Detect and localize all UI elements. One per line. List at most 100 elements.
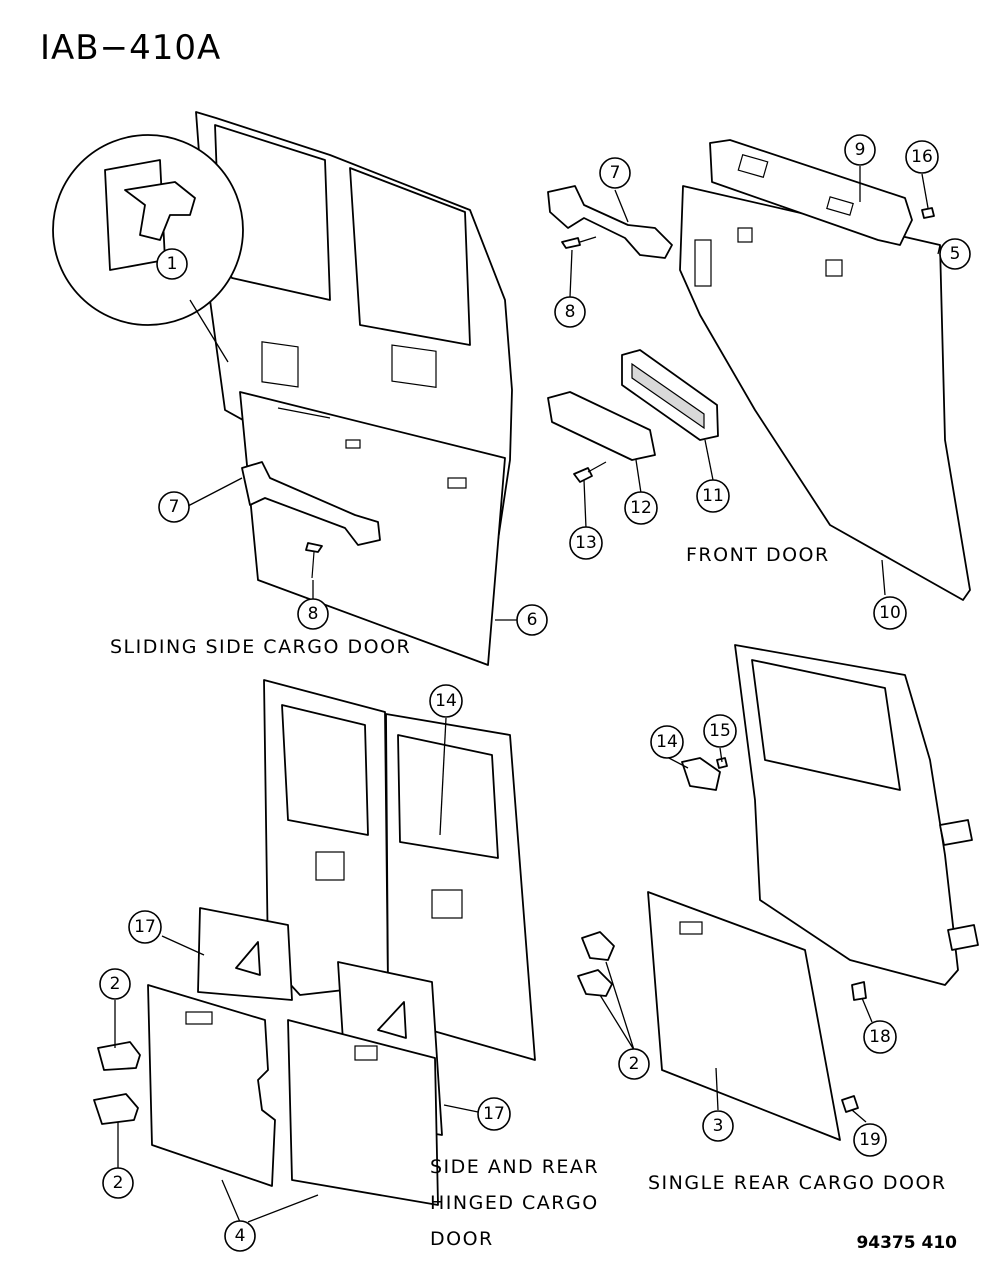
callout-13-number: 13 bbox=[575, 533, 597, 553]
callout-14-single: 14 bbox=[650, 725, 684, 759]
hinged-right-window bbox=[397, 734, 499, 859]
hinged-trim-panel-right bbox=[287, 1019, 439, 1206]
armrest-pull-opening bbox=[826, 196, 854, 216]
callout-5-number: 5 bbox=[950, 244, 961, 264]
clip-detail-retainer bbox=[124, 181, 196, 241]
hinged-door-group bbox=[93, 679, 536, 1206]
callout-3: 3 bbox=[702, 1110, 734, 1142]
hinged-left-window bbox=[281, 704, 369, 836]
callout-8-sliding: 8 bbox=[297, 598, 329, 630]
trim-clip-2 bbox=[447, 477, 467, 489]
callout-14-hinged-number: 14 bbox=[435, 691, 457, 711]
sliding-door-cutout-1 bbox=[261, 341, 299, 388]
sliding-door-cutout-2 bbox=[391, 344, 437, 388]
hinged-panel-pull-right bbox=[354, 1045, 378, 1061]
front-door-clip-1 bbox=[737, 227, 753, 243]
single-rear-nut-15 bbox=[716, 757, 728, 769]
leader-lines bbox=[114, 166, 941, 1223]
front-door-fastener-16 bbox=[921, 207, 935, 219]
insulation-triangle-left bbox=[235, 941, 261, 976]
armrest-switch-opening bbox=[737, 153, 769, 179]
caption-hinged-line-2: HINGED CARGO bbox=[430, 1192, 599, 1214]
front-door-trim-panel bbox=[679, 185, 971, 601]
callout-17-right: 17 bbox=[477, 1097, 511, 1131]
screw-shank bbox=[311, 551, 315, 579]
single-rear-pull-cup bbox=[681, 757, 721, 791]
hinged-clip-lower bbox=[93, 1093, 139, 1125]
callout-12-number: 12 bbox=[630, 498, 652, 518]
callout-10: 10 bbox=[873, 596, 907, 630]
sliding-door-screw bbox=[305, 542, 323, 553]
diagram-code: 94375 410 bbox=[856, 1233, 957, 1253]
hinged-panel-pull-left bbox=[185, 1011, 213, 1025]
detail-leader-line bbox=[189, 299, 229, 363]
callout-7-sliding: 7 bbox=[158, 491, 190, 523]
callout-4: 4 bbox=[224, 1220, 256, 1252]
sliding-door-window-right bbox=[349, 167, 471, 346]
hinged-cutout-2 bbox=[431, 889, 463, 919]
caption-front-door: FRONT DOOR bbox=[686, 544, 830, 566]
hinged-cutout-1 bbox=[315, 851, 345, 881]
sliding-door-assist-handle bbox=[241, 461, 381, 546]
callout-19: 19 bbox=[853, 1123, 887, 1157]
front-door-armrest-bezel bbox=[709, 139, 913, 246]
screw-13-shank bbox=[587, 461, 607, 473]
front-door-clip-2 bbox=[825, 259, 843, 277]
insulation-triangle-right bbox=[377, 1001, 407, 1039]
sliding-side-door-group bbox=[52, 111, 513, 666]
callout-18-number: 18 bbox=[869, 1027, 891, 1047]
screw-8-shank bbox=[579, 236, 597, 243]
callout-18: 18 bbox=[863, 1020, 897, 1054]
single-rear-window bbox=[751, 659, 901, 791]
single-rear-hinge-lower bbox=[947, 924, 979, 951]
front-door-pull-handle bbox=[547, 185, 673, 259]
callout-6: 6 bbox=[516, 604, 548, 636]
front-door-group bbox=[547, 139, 971, 601]
diagram-title: IAB−410A bbox=[40, 28, 222, 68]
single-rear-bumper-18 bbox=[851, 981, 867, 1001]
callout-9-number: 9 bbox=[855, 140, 866, 160]
front-door-pocket bbox=[694, 239, 712, 287]
callout-2-single-number: 2 bbox=[629, 1054, 640, 1074]
hinged-clip-upper bbox=[97, 1041, 141, 1071]
callout-16-number: 16 bbox=[911, 147, 933, 167]
callout-2-hinged-upper-number: 2 bbox=[110, 974, 121, 994]
caption-hinged-line-1: SIDE AND REAR bbox=[430, 1156, 600, 1178]
callout-3-number: 3 bbox=[713, 1116, 724, 1136]
callout-17-left-number: 17 bbox=[134, 917, 156, 937]
callout-8-sliding-number: 8 bbox=[308, 604, 319, 624]
single-rear-door-group bbox=[577, 644, 979, 1141]
callout-16: 16 bbox=[905, 140, 939, 174]
caption-hinged-line-3: DOOR bbox=[430, 1228, 494, 1250]
callout-8-front: 8 bbox=[554, 296, 586, 328]
callout-14-single-number: 14 bbox=[656, 732, 678, 752]
callout-11-number: 11 bbox=[702, 486, 724, 506]
callout-4-number: 4 bbox=[235, 1226, 246, 1246]
callout-1-number: 1 bbox=[167, 254, 178, 274]
callout-2-single: 2 bbox=[618, 1048, 650, 1080]
callout-2-hinged-upper: 2 bbox=[99, 968, 131, 1000]
front-door-screw-8 bbox=[561, 237, 581, 249]
callout-7-front: 7 bbox=[599, 157, 631, 189]
single-rear-panel-pull bbox=[679, 921, 703, 935]
callout-12: 12 bbox=[624, 491, 658, 525]
front-door-handle-cup bbox=[547, 391, 656, 461]
hinged-trim-panel-left bbox=[147, 984, 276, 1187]
caption-sliding-side-cargo-door: SLIDING SIDE CARGO DOOR bbox=[110, 636, 412, 658]
callout-13: 13 bbox=[569, 526, 603, 560]
callout-6-number: 6 bbox=[527, 610, 538, 630]
trim-clip-1 bbox=[345, 439, 361, 449]
callout-17-right-number: 17 bbox=[483, 1104, 505, 1124]
callout-2-hinged-lower: 2 bbox=[102, 1167, 134, 1199]
bezel-recess bbox=[631, 362, 705, 430]
callout-7-front-number: 7 bbox=[610, 163, 621, 183]
callout-7-sliding-number: 7 bbox=[169, 497, 180, 517]
callout-11: 11 bbox=[696, 479, 730, 513]
callout-1: 1 bbox=[156, 248, 188, 280]
single-rear-hinge-upper bbox=[939, 819, 973, 846]
callout-14-hinged: 14 bbox=[429, 684, 463, 718]
single-rear-clip-lower bbox=[577, 969, 613, 997]
single-rear-screw-19 bbox=[841, 1095, 859, 1113]
